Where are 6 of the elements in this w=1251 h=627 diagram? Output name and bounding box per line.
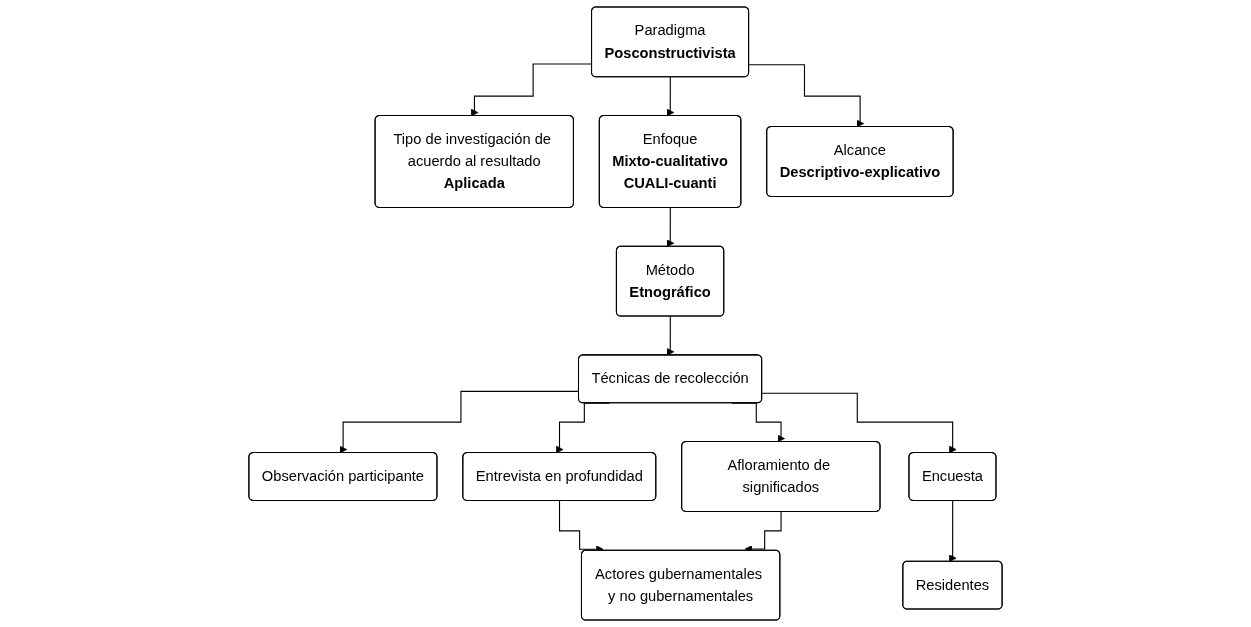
arrow — [748, 64, 865, 128]
arrow — [761, 392, 957, 454]
arrow — [666, 207, 675, 247]
arrow — [949, 500, 957, 562]
arrow — [666, 315, 675, 356]
arrow — [666, 76, 675, 117]
